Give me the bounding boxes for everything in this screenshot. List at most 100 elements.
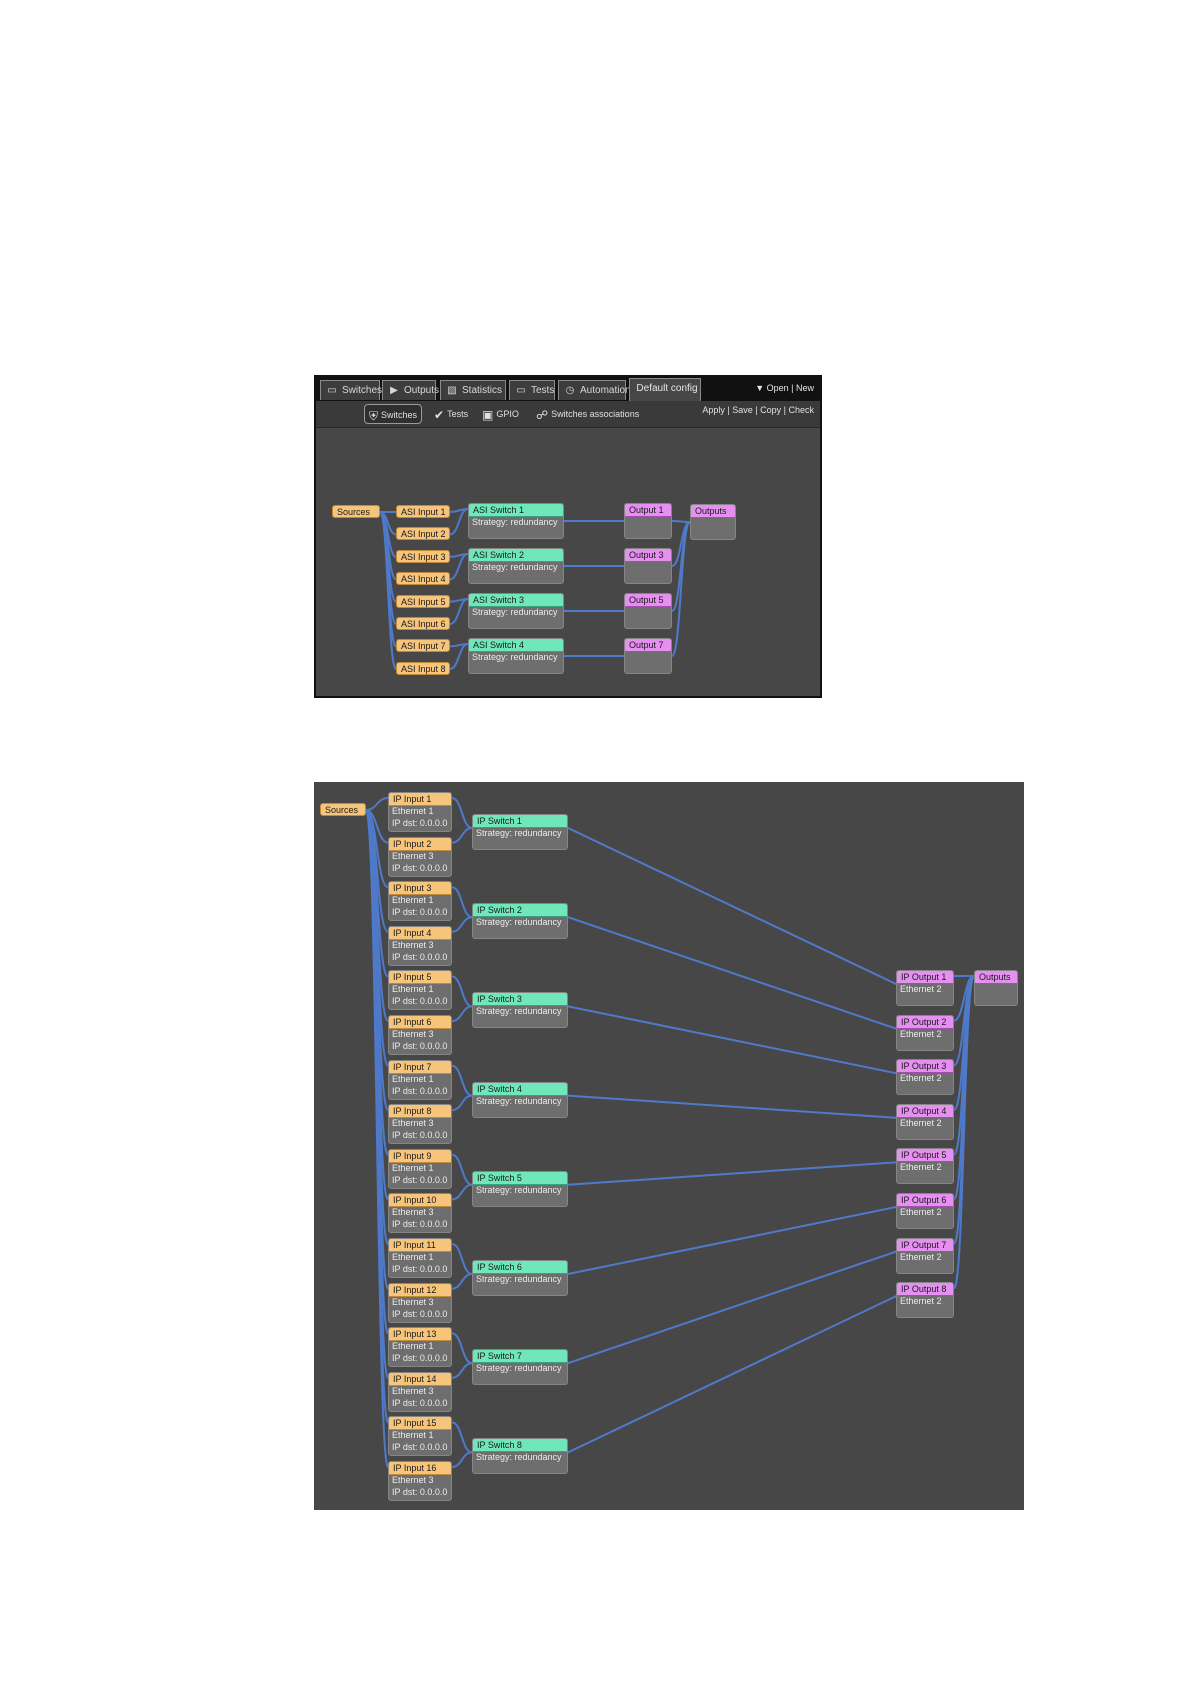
asi-input-node[interactable]: ASI Input 8: [396, 661, 450, 675]
ip-output-node-title: IP Output 6: [897, 1194, 953, 1207]
asi-input-node[interactable]: ASI Input 5: [396, 594, 450, 608]
separator: |: [752, 405, 761, 415]
asi-input-node[interactable]: ASI Input 3: [396, 549, 450, 563]
asi-switch-node-title: ASI Switch 1: [469, 504, 563, 517]
asi-input-node[interactable]: ASI Input 7: [396, 639, 450, 653]
ip-output-node-detail: Ethernet 2: [900, 984, 942, 994]
tab-switches[interactable]: ▭Switches: [320, 380, 382, 400]
tab-outputs[interactable]: ▶Outputs: [382, 380, 439, 400]
ip-input-node-detail: IP dst: 0.0.0.0: [392, 1397, 448, 1408]
subtab-switches[interactable]: ⛨Switches: [364, 404, 423, 424]
copy-link[interactable]: Copy: [760, 405, 782, 415]
check-link[interactable]: Check: [788, 405, 814, 415]
ip-input-node-detail: Ethernet 1: [392, 1430, 434, 1441]
input-wire: [451, 1421, 473, 1454]
subtab-label: Switches associations: [551, 409, 640, 419]
output-node[interactable]: Output 3: [624, 548, 672, 584]
asi-input-node[interactable]: ASI Input 2: [396, 527, 450, 541]
output-node[interactable]: Output 5: [624, 593, 672, 629]
ip-input-node-title: IP Input 3: [389, 882, 451, 896]
shield-icon: ⛨: [369, 408, 379, 423]
input-wire: [451, 1153, 473, 1186]
ip-output-node-detail: Ethernet 2: [900, 1251, 942, 1262]
ip-input-node-title: IP Input 12: [389, 1283, 451, 1297]
gpio-icon: ▣: [482, 407, 494, 422]
tab-tests[interactable]: ▭Tests: [509, 380, 555, 400]
ip-switch-node-title: IP Switch 3: [473, 993, 567, 1007]
output-node-title: Output 5: [625, 594, 671, 607]
asi-input-node[interactable]: ASI Input 6: [396, 617, 450, 630]
output-wire: [671, 521, 691, 657]
outputs-node[interactable]: Outputs: [974, 970, 1018, 1006]
outputs-node[interactable]: Outputs: [690, 504, 736, 540]
sources-node[interactable]: Sources: [320, 803, 366, 816]
clock-icon: ◷: [565, 385, 575, 396]
switch-output-wire: [567, 916, 897, 1030]
output-node[interactable]: Output 1: [624, 503, 672, 539]
save-link[interactable]: Save: [732, 405, 753, 415]
separator: |: [724, 405, 733, 415]
ip-input-node-title: IP Input 9: [389, 1149, 451, 1163]
output-node[interactable]: Output 7: [624, 638, 672, 674]
ip-input-node-detail: IP dst: 0.0.0.0: [392, 862, 448, 873]
tab-statistics[interactable]: ▧Statistics: [440, 380, 506, 400]
ip-input-node-detail: IP dst: 0.0.0.0: [392, 1219, 448, 1230]
ip-input-node-detail: Ethernet 1: [392, 895, 434, 906]
tab-automation[interactable]: ◷Automation: [558, 380, 631, 400]
play-icon: ▶: [390, 385, 398, 396]
ip-switch-node-title: IP Switch 1: [473, 815, 567, 828]
subtab-label: GPIO: [496, 409, 519, 419]
ip-input-node-title: IP Input 14: [389, 1372, 451, 1386]
asi-input-node[interactable]: ASI Input 4: [396, 572, 450, 586]
subtab-gpio[interactable]: ▣GPIO: [482, 404, 519, 424]
sources-node[interactable]: Sources: [332, 505, 380, 518]
tab-default-config[interactable]: Default config: [629, 378, 701, 401]
open-new-label[interactable]: Open | New: [766, 383, 814, 393]
monitor-icon: ▭: [516, 385, 526, 396]
apply-link[interactable]: Apply: [702, 405, 725, 415]
subtab-switches-associations[interactable]: ☍Switches associations: [536, 404, 639, 424]
subtab-tests[interactable]: ✔Tests: [434, 404, 468, 424]
source-wire: [379, 511, 397, 670]
open-new-menu[interactable]: ▼ Open | New: [755, 383, 814, 393]
asi-input-node[interactable]: ASI Input 1: [396, 505, 450, 518]
asi-switch-node-detail: Strategy: redundancy: [472, 652, 558, 662]
ip-switch-node-title: IP Switch 7: [473, 1350, 567, 1364]
